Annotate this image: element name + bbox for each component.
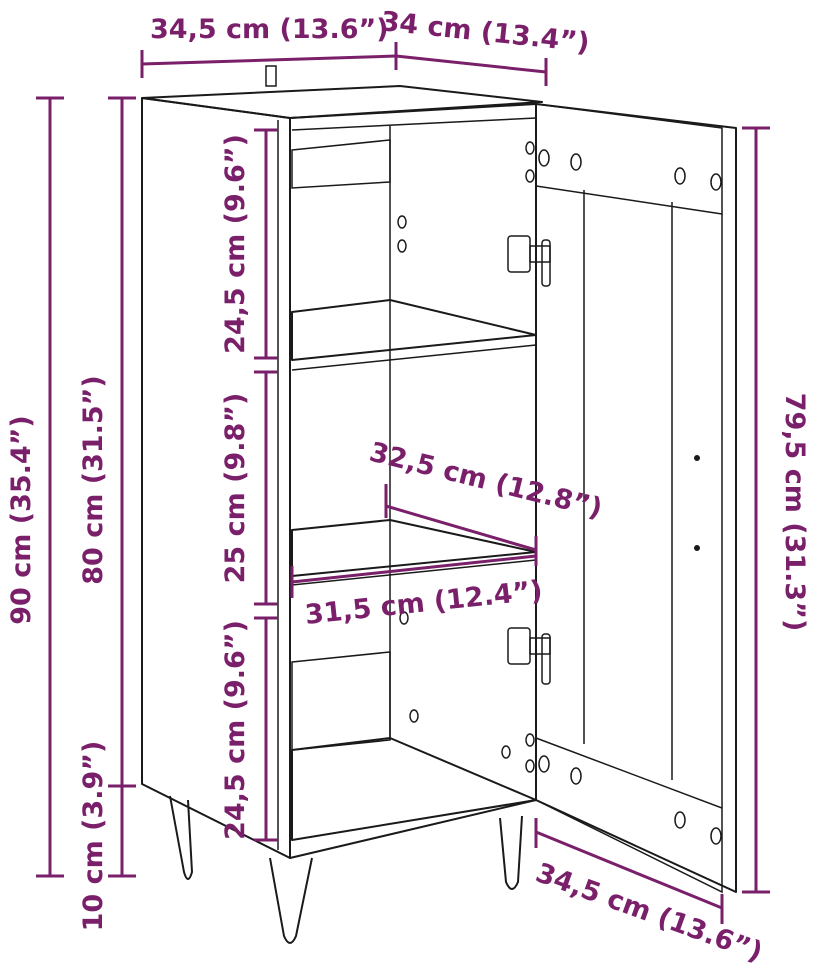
label-door-height: 79,5 cm (31.3”) [779,393,810,632]
cabinet-illustration [141,65,737,944]
label-body-height: 80 cm (31.5”) [78,375,109,585]
hinge-upper [507,235,551,287]
label-top-depth: 34 cm (13.4”) [379,6,591,59]
cabinet-bottom-panel [291,737,537,841]
cabinet-left-side [141,97,291,859]
label-top-width: 34,5 cm (13.6”) [150,14,389,45]
label-compartment-bottom: 24,5 cm (9.6”) [220,620,251,840]
dimension-labels: 34,5 cm (13.6”) 34 cm (13.4”) 90 cm (35.… [6,6,810,968]
hairpin-legs [169,795,523,944]
label-leg-height: 10 cm (3.9”) [78,741,109,932]
hinge-lower [507,627,551,685]
label-compartment-middle: 25 cm (9.8”) [220,393,251,584]
label-total-height: 90 cm (35.4”) [6,415,37,625]
label-shelf-width: 31,5 cm (12.4”) [303,575,544,631]
shelf-upper [291,299,537,361]
cabinet-door [535,103,737,893]
label-door-width: 34,5 cm (13.6”) [532,857,767,968]
dimension-lines [36,42,770,924]
cabinet-top-panel [141,85,543,119]
label-compartment-top: 24,5 cm (9.6”) [220,134,251,354]
